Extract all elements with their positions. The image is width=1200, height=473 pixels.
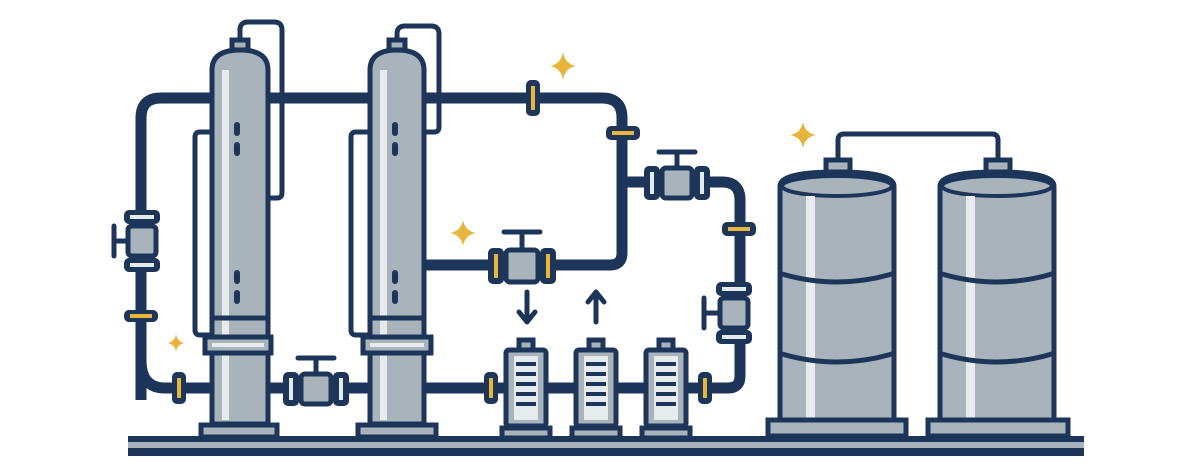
sparkle-icon [790, 122, 816, 148]
valve-between-columns [283, 355, 349, 407]
sparkle-icon [450, 220, 476, 246]
tank-2 [925, 157, 1071, 439]
pump-1 [499, 337, 553, 441]
valve-upper-right [644, 149, 710, 201]
valve-left-riser [111, 210, 160, 272]
pipe-network [135, 19, 1001, 400]
ground-rail [128, 436, 1084, 456]
sparkle-icon [168, 334, 184, 352]
pump-2 [569, 337, 623, 441]
column-1 [198, 37, 280, 440]
column-2 [355, 37, 439, 440]
valve-middle [488, 229, 556, 285]
pipe-flanges [124, 80, 756, 404]
tank-1 [765, 157, 909, 439]
valve-right-riser [701, 282, 752, 344]
arrow-down-icon [516, 289, 538, 325]
sparkle-icon [550, 52, 576, 80]
arrow-up-icon [585, 289, 607, 325]
pump-3 [639, 337, 693, 441]
